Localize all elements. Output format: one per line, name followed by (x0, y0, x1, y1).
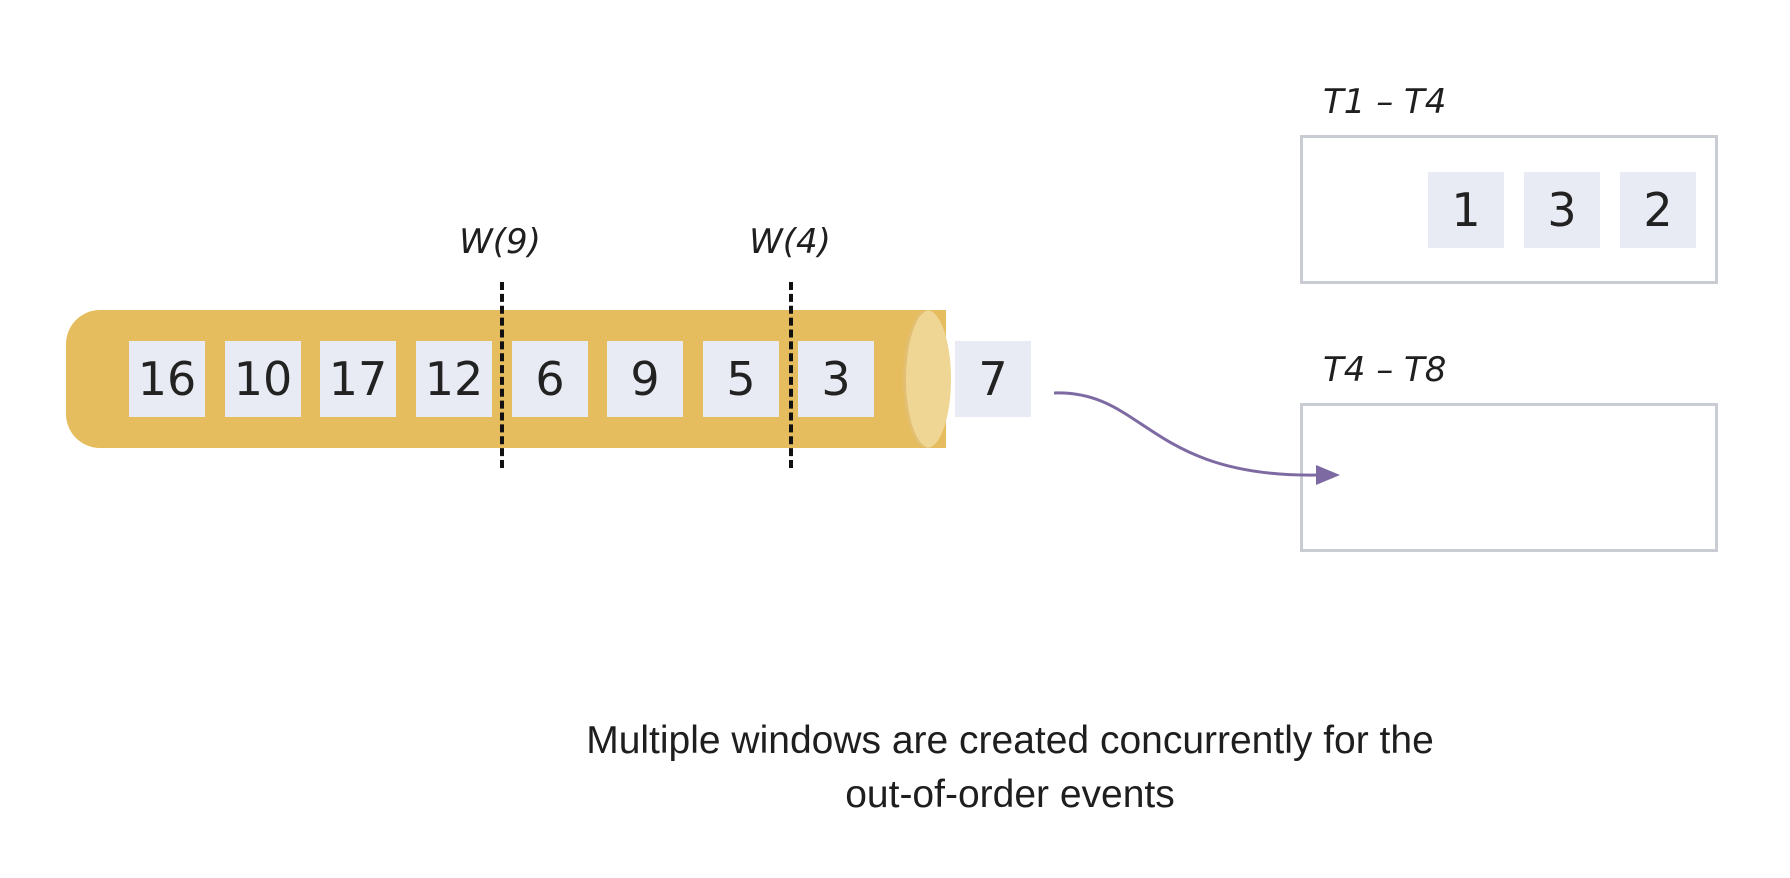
stream-event-10: 10 (225, 341, 301, 417)
stream-event-5: 5 (703, 341, 779, 417)
window-event: 3 (1524, 172, 1600, 248)
window-title-t4-t8: T4 – T8 (1323, 350, 1447, 390)
stream-event-9: 9 (607, 341, 683, 417)
watermark-line-w4 (789, 282, 793, 468)
stream-event-12: 12 (416, 341, 492, 417)
stream-event-6: 6 (512, 341, 588, 417)
window-t1-t4: 1 3 2 (1300, 135, 1718, 284)
watermark-label-w9: W(9) (459, 222, 541, 262)
caption-line-2: out-of-order events (845, 773, 1175, 816)
window-event: 2 (1620, 172, 1696, 248)
incoming-event: 7 (955, 341, 1031, 417)
stream-event-17: 17 (320, 341, 396, 417)
window-t4-t8 (1300, 403, 1718, 552)
stream-event-3: 3 (798, 341, 874, 417)
arrow-curve (1053, 391, 1319, 477)
window-title-t1-t4: T1 – T4 (1323, 82, 1447, 122)
window-event: 1 (1428, 172, 1504, 248)
caption-line-1: Multiple windows are created concurrentl… (586, 719, 1434, 762)
diagram-caption: Multiple windows are created concurrentl… (445, 714, 1575, 822)
event-stream-pipe-end (903, 310, 951, 448)
watermark-label-w4: W(4) (749, 222, 831, 262)
stream-event-16: 16 (129, 341, 205, 417)
watermark-line-w9 (500, 282, 504, 468)
arrow-head-icon (1316, 465, 1340, 485)
